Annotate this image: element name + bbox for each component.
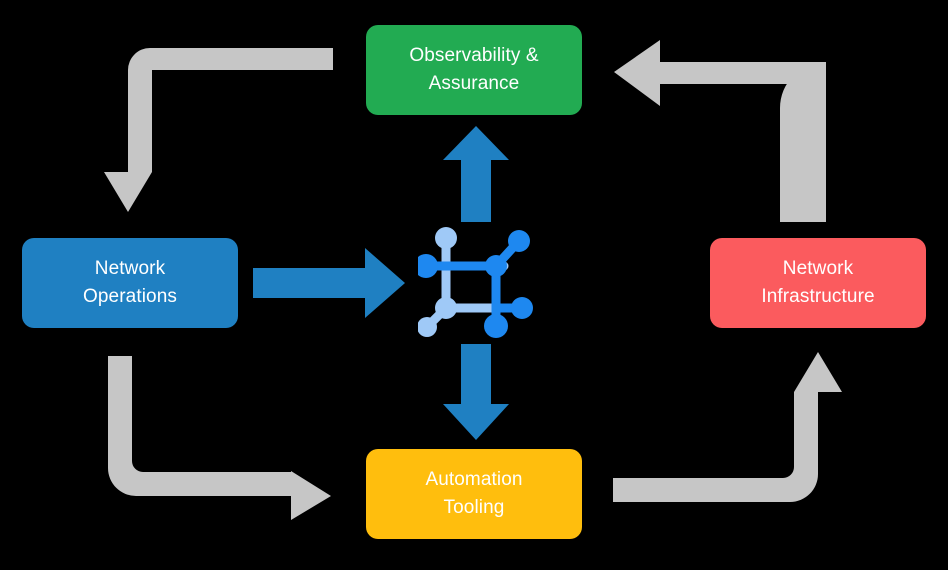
node-network-operations-label: Network Operations xyxy=(83,258,177,307)
node-network-infrastructure-label: Network Infrastructure xyxy=(761,258,875,307)
arrow-infrastructure-to-observability xyxy=(614,40,826,222)
network-topology-icon xyxy=(418,227,533,338)
node-observability-label: Observability & Assurance xyxy=(409,45,539,94)
node-observability-assurance[interactable]: Observability & Assurance xyxy=(366,25,582,115)
arrow-center-to-automation xyxy=(443,344,509,440)
arrow-automation-to-infrastructure xyxy=(613,352,842,502)
arrow-observability-to-operations xyxy=(104,48,333,212)
node-automation-tooling-label: Automation Tooling xyxy=(425,469,523,518)
node-network-infrastructure[interactable]: Network Infrastructure xyxy=(710,238,926,328)
arrow-operations-to-center xyxy=(253,248,405,318)
node-network-operations[interactable]: Network Operations xyxy=(22,238,238,328)
node-automation-tooling[interactable]: Automation Tooling xyxy=(366,449,582,539)
arrow-center-to-observability xyxy=(443,126,509,222)
arrow-operations-to-automation xyxy=(108,356,331,520)
